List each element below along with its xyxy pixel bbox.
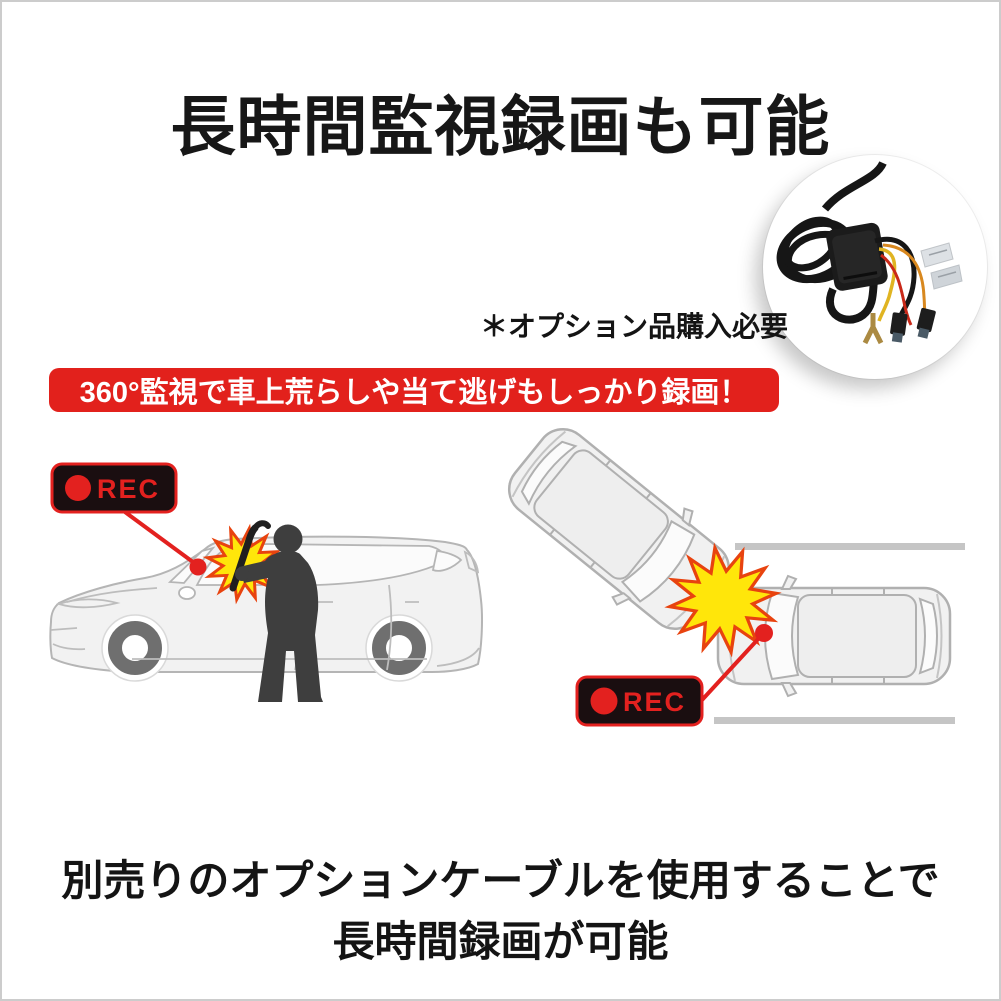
option-purchase-note: ＊オプション品購入必要 [480, 311, 789, 342]
label-tag [920, 242, 963, 290]
rear-wheel [372, 621, 426, 675]
bottom-description-line2: 長時間録画が可能 [332, 918, 669, 965]
option-cable-illustration [776, 160, 963, 345]
fuse-tap-connector [916, 307, 936, 339]
front-wheel [108, 621, 162, 675]
hit-and-run-illustration: REC [492, 422, 965, 727]
record-dot-icon [65, 475, 91, 501]
side-mirror [178, 586, 196, 600]
rec-label: REC [97, 474, 160, 504]
road-line-bottom [714, 717, 955, 724]
bottom-description: 別売りのオプションケーブルを使用することで 長時間録画が可能 [2, 850, 999, 972]
cable-coil [776, 160, 887, 324]
feature-banner: 360°監視で車上荒らしや当て逃げもしっかり録画！ [49, 368, 779, 412]
fork-terminal-icon [862, 313, 884, 345]
option-cable-photo [763, 155, 987, 379]
feature-banner-text: 360°監視で車上荒らしや当て逃げもしっかり録画！ [79, 377, 749, 409]
rec-badge-right: REC [575, 675, 704, 727]
page-title: 長時間監視録画も可能 [170, 90, 831, 163]
power-box [826, 222, 888, 291]
wires [874, 236, 928, 326]
road-line-top [735, 543, 965, 550]
camera-dot [755, 624, 773, 642]
bottom-description-line1: 別売りのオプションケーブルを使用することで [61, 857, 940, 904]
callout-line [700, 635, 762, 702]
break-in-illustration: REC [49, 462, 483, 702]
callout-line [123, 510, 199, 567]
fuse-tap-connector [890, 312, 908, 343]
camera-dot [189, 558, 207, 576]
person-silhouette [235, 524, 323, 702]
rec-badge-left: REC [50, 462, 178, 514]
crowbar [229, 520, 271, 592]
rec-label: REC [623, 687, 686, 717]
record-dot-icon [590, 687, 618, 715]
